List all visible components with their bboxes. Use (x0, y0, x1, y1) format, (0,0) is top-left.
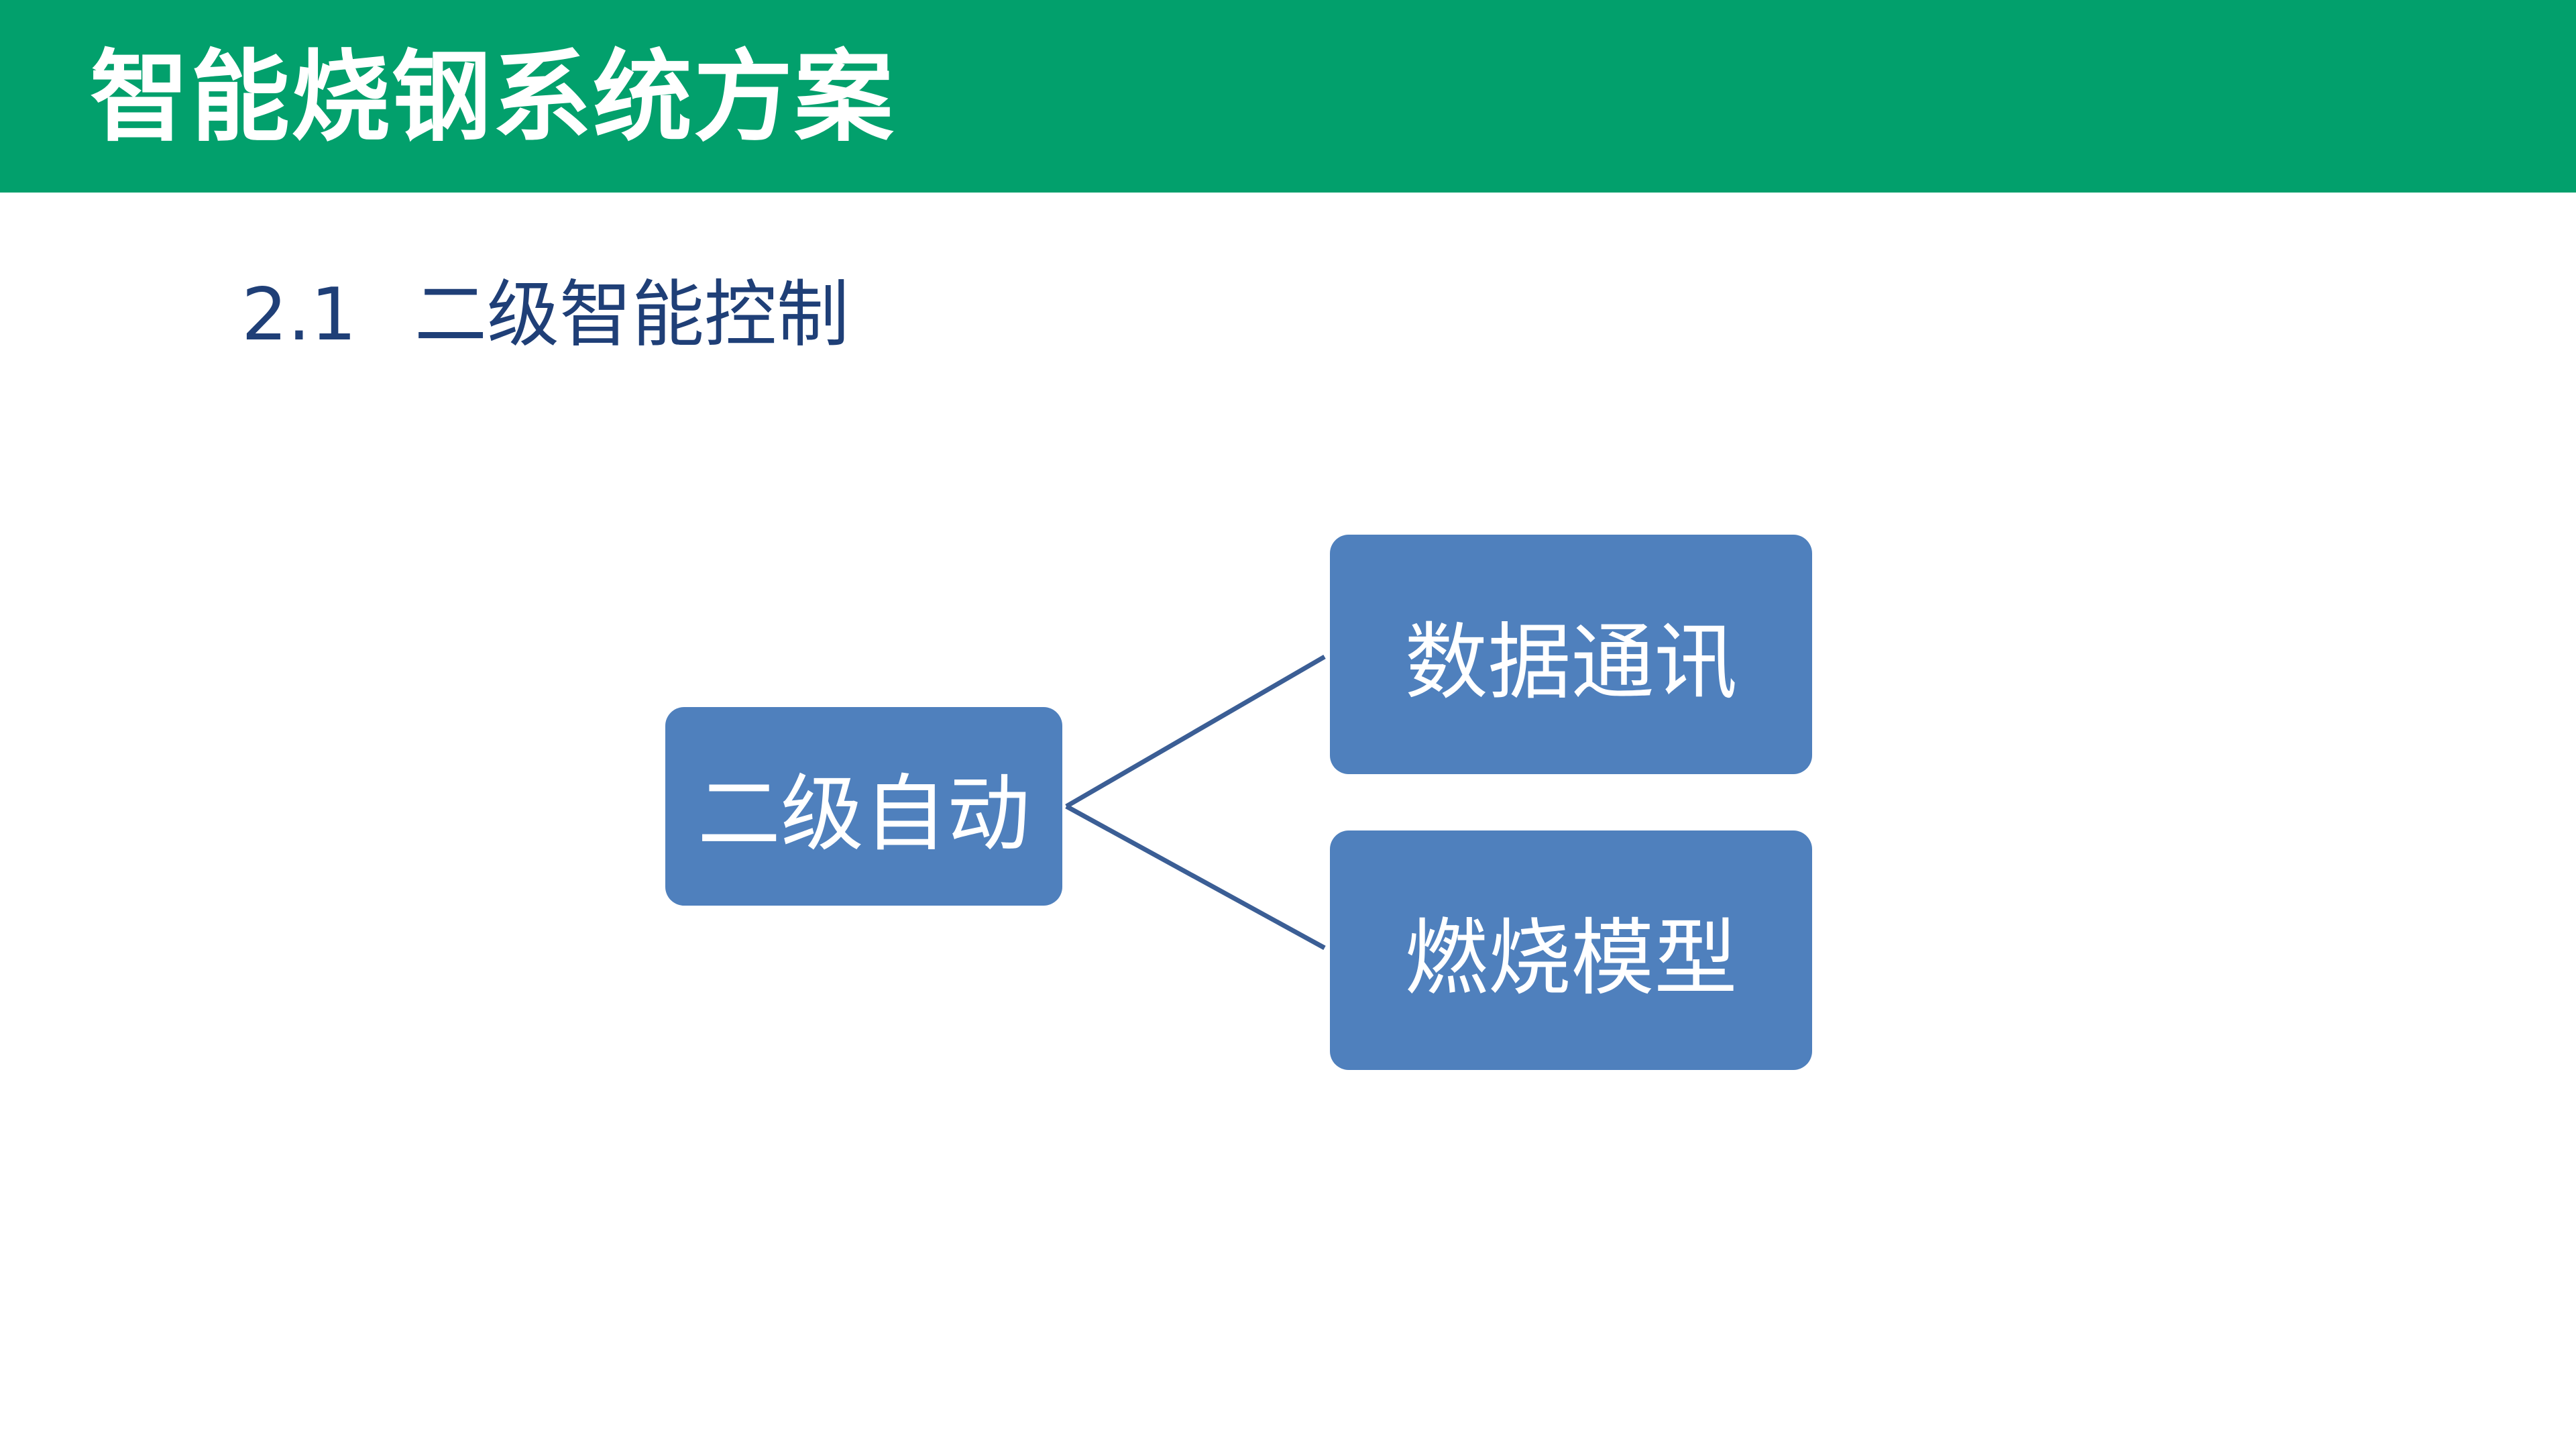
section-heading: 2.1 二级智能控制 (241, 265, 849, 366)
section-title: 二级智能控制 (414, 273, 850, 357)
diagram-node-root-label: 二级自动 (697, 766, 1030, 863)
title-bar: 智能烧钢系统方案 (0, 0, 2576, 193)
diagram-node-data-communication: 数据通讯 (1330, 535, 1812, 774)
diagram-node-combustion-model-label: 燃烧模型 (1404, 910, 1738, 1007)
connector-root-to-combustion-model (1065, 804, 1326, 951)
slide-title: 智能烧钢系统方案 (90, 40, 895, 155)
diagram-node-data-communication-label: 数据通讯 (1404, 614, 1738, 711)
diagram-node-root: 二级自动 (665, 707, 1062, 906)
section-number: 2.1 (241, 273, 357, 357)
diagram-node-combustion-model: 燃烧模型 (1330, 830, 1812, 1070)
connector-root-to-data-communication (1065, 654, 1326, 809)
